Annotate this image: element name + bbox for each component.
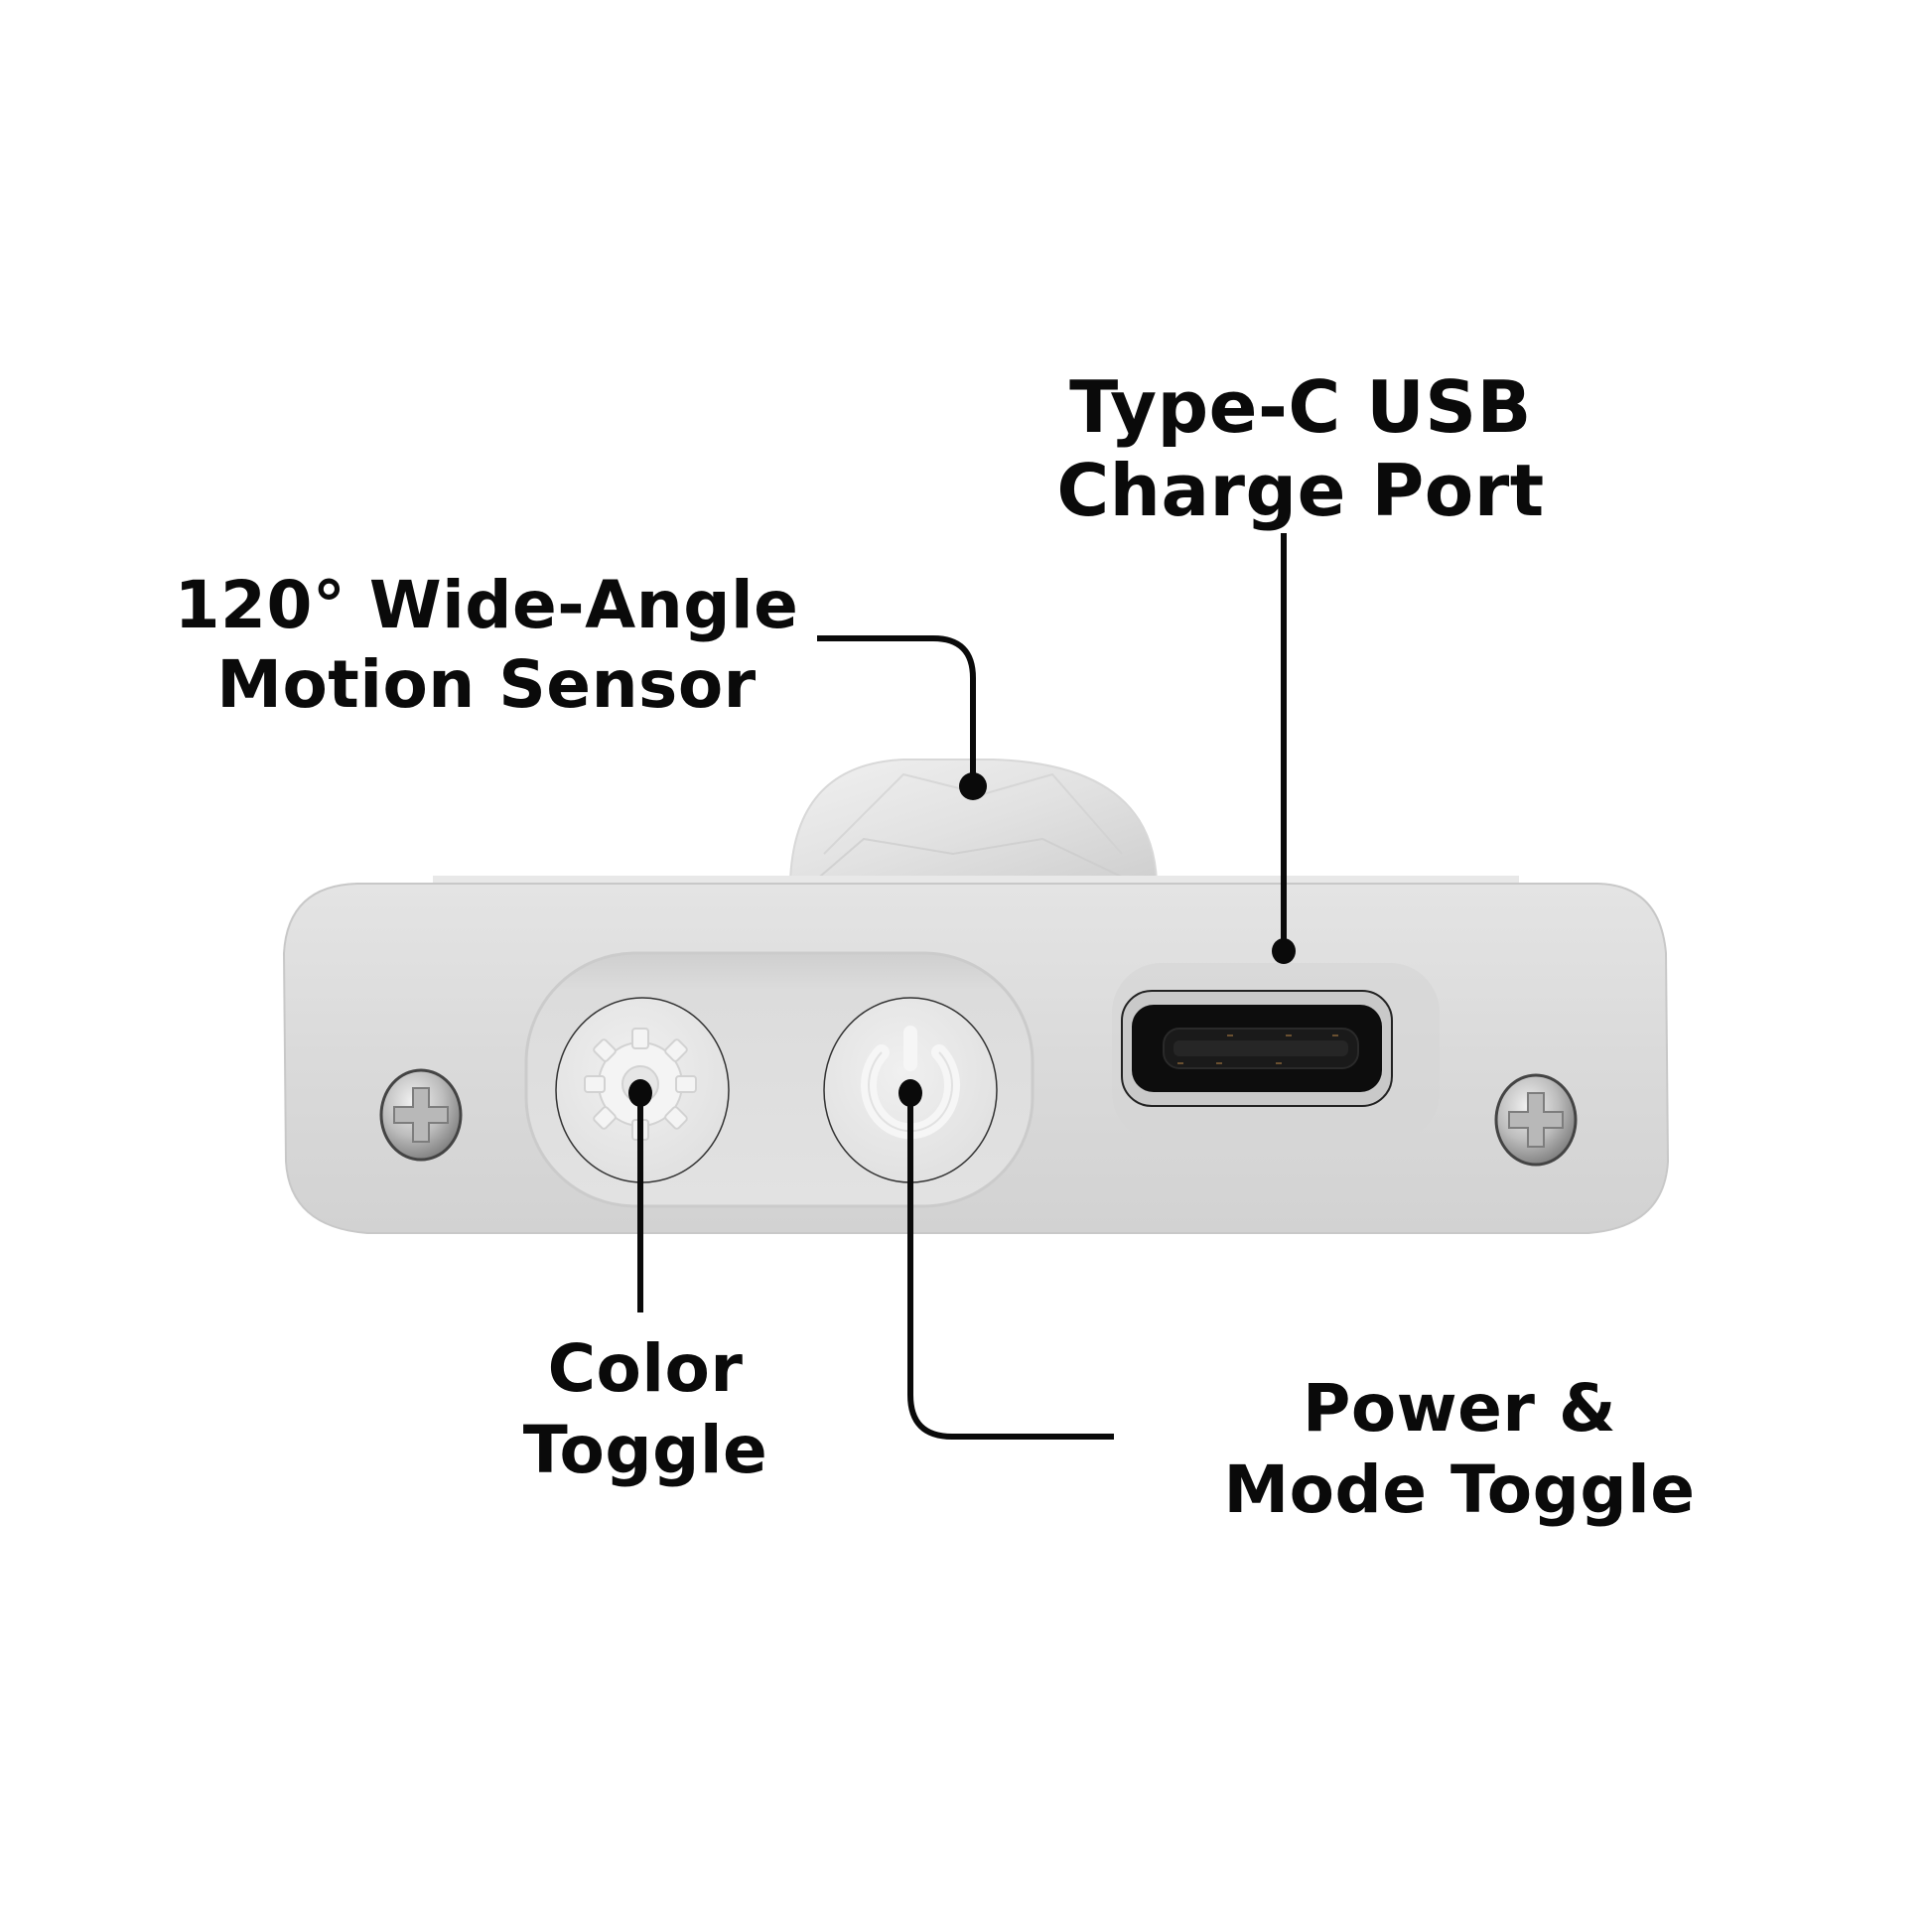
right-screw [1494, 1073, 1578, 1167]
callout-power-line1: Power & [1302, 1370, 1617, 1447]
callout-motion-sensor: 120° Wide-Angle Motion Sensor [159, 566, 814, 725]
dot-power [898, 1079, 922, 1107]
callout-color-line1: Color [547, 1330, 744, 1407]
left-screw [379, 1068, 463, 1162]
callout-color-line2: Toggle [522, 1412, 768, 1488]
callout-motion-line1: 120° Wide-Angle [174, 567, 799, 643]
leader-power [907, 1090, 1114, 1440]
callout-usb-line1: Type-C USB [1069, 365, 1532, 449]
leader-motion [817, 635, 976, 784]
leader-dots [628, 772, 1296, 1107]
callout-motion-line2: Motion Sensor [216, 646, 757, 723]
leader-lines [637, 533, 1287, 1440]
callout-usb-line2: Charge Port [1056, 449, 1545, 532]
callout-color-toggle: Color Toggle [496, 1328, 794, 1491]
top-lip [433, 876, 1519, 884]
callout-usb-port: Type-C USB Charge Port [1033, 365, 1569, 532]
usb-c-port [1112, 963, 1440, 1142]
dot-motion [959, 772, 987, 800]
dot-usb [1272, 938, 1296, 964]
dot-color [628, 1079, 652, 1107]
callout-power-mode: Power & Mode Toggle [1181, 1368, 1737, 1531]
callout-power-line2: Mode Toggle [1223, 1451, 1696, 1528]
